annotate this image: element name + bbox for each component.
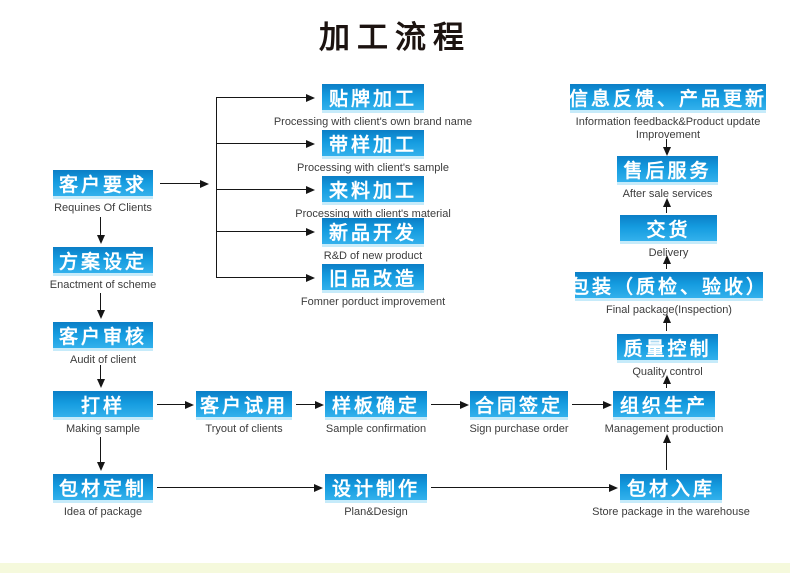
- arrow-feedback-to-after-sale: [662, 139, 671, 156]
- contract-signing-label: Sign purchase order: [469, 423, 569, 435]
- arrow-warehouse-to-production: [662, 434, 671, 470]
- node-scheme-enactment: 方案设定 Enactment of scheme: [50, 247, 156, 291]
- making-sample-label: Making sample: [66, 423, 140, 435]
- node-after-sale: 售后服务 After sale services: [617, 156, 718, 200]
- delivery-box: 交货: [620, 215, 717, 241]
- client-audit-label: Audit of client: [69, 354, 137, 366]
- feedback-update-box: 信息反馈、产品更新: [569, 84, 766, 110]
- arrow-quality-to-final-package: [662, 314, 671, 331]
- arrow-delivery-to-after-sale: [662, 198, 671, 213]
- bottom-color-strip: [0, 563, 790, 573]
- arrow-branch-to-new-product: [216, 227, 315, 236]
- arrow-confirmation-to-contract: [431, 400, 469, 409]
- scheme-enactment-label: Enactment of scheme: [49, 279, 157, 291]
- arrow-sample-to-package-custom: [96, 437, 105, 471]
- arrow-final-package-to-delivery: [662, 255, 671, 269]
- making-sample-box: 打样: [53, 391, 153, 417]
- sample-confirmation-label: Sample confirmation: [325, 423, 427, 435]
- client-requirements-label: Requines Of Clients: [54, 202, 152, 214]
- production-label: Management production: [604, 423, 724, 435]
- arrow-production-to-quality: [662, 375, 671, 388]
- node-client-tryout: 客户试用 Tryout of clients: [196, 391, 292, 435]
- node-making-sample: 打样 Making sample: [53, 391, 153, 435]
- material-processing-label: Processing with client's material: [295, 208, 451, 220]
- node-sample-processing: 带样加工 Processing with client's sample: [297, 130, 449, 174]
- final-package-label: Final package(Inspection): [606, 304, 732, 316]
- arrow-tryout-to-confirmation: [296, 400, 324, 409]
- material-processing-box: 来料加工: [322, 176, 424, 202]
- new-product-box: 新品开发: [322, 218, 424, 244]
- branch-trunk-line: [216, 97, 217, 277]
- arrow-branch-to-sample-processing: [216, 139, 315, 148]
- node-client-audit: 客户审核 Audit of client: [53, 322, 153, 366]
- node-brand-processing: 贴牌加工 Processing with client's own brand …: [274, 84, 472, 128]
- sample-processing-box: 带样加工: [322, 130, 424, 156]
- node-production: 组织生产 Management production: [605, 391, 723, 435]
- arrow-design-to-warehouse: [431, 483, 618, 492]
- arrow-requirements-to-scheme: [96, 217, 105, 244]
- node-contract-signing: 合同签定 Sign purchase order: [469, 391, 569, 435]
- after-sale-label: After sale services: [622, 188, 713, 200]
- node-package-custom: 包材定制 Idea of package: [53, 474, 153, 518]
- new-product-label: R&D of new product: [323, 250, 423, 262]
- node-plan-design: 设计制作 Plan&Design: [325, 474, 427, 518]
- arrow-sample-to-tryout: [157, 400, 194, 409]
- sample-confirmation-box: 样板确定: [325, 391, 427, 417]
- node-old-product: 旧品改造 Fomner porduct improvement: [301, 264, 445, 308]
- arrow-package-custom-to-design: [157, 483, 323, 492]
- final-package-box: 包装（质检、验收）: [570, 272, 765, 298]
- arrow-branch-to-brand-processing: [216, 93, 315, 102]
- arrow-requirements-to-branch-trunk: [160, 179, 209, 188]
- node-quality-control: 质量控制 Quality control: [617, 334, 718, 378]
- package-custom-box: 包材定制: [53, 474, 153, 500]
- node-material-processing: 来料加工 Processing with client's material: [295, 176, 451, 220]
- node-delivery: 交货 Delivery: [620, 215, 717, 259]
- production-box: 组织生产: [613, 391, 715, 417]
- arrow-audit-to-sample: [96, 365, 105, 388]
- client-tryout-box: 客户试用: [196, 391, 292, 417]
- brand-processing-box: 贴牌加工: [322, 84, 424, 110]
- node-client-requirements: 客户要求 Requines Of Clients: [53, 170, 153, 214]
- arrow-branch-to-old-product: [216, 273, 315, 282]
- contract-signing-box: 合同签定: [470, 391, 568, 417]
- quality-control-label: Quality control: [632, 366, 703, 378]
- package-warehouse-label: Store package in the warehouse: [592, 506, 750, 518]
- page-title: 加工流程: [319, 20, 471, 55]
- feedback-update-label: Information feedback&Product update Impr…: [575, 116, 761, 142]
- delivery-label: Delivery: [648, 247, 689, 259]
- node-final-package: 包装（质检、验收） Final package(Inspection): [570, 272, 765, 316]
- brand-processing-label: Processing with client's own brand name: [273, 116, 473, 128]
- node-new-product: 新品开发 R&D of new product: [322, 218, 424, 262]
- quality-control-box: 质量控制: [617, 334, 718, 360]
- scheme-enactment-box: 方案设定: [53, 247, 153, 273]
- package-warehouse-box: 包材入库: [620, 474, 722, 500]
- client-requirements-box: 客户要求: [53, 170, 153, 196]
- plan-design-label: Plan&Design: [344, 506, 408, 518]
- arrow-branch-to-material-processing: [216, 185, 315, 194]
- arrow-contract-to-production: [572, 400, 612, 409]
- node-feedback-update: 信息反馈、产品更新 Information feedback&Product u…: [569, 84, 766, 141]
- node-package-warehouse: 包材入库 Store package in the warehouse: [592, 474, 750, 518]
- package-custom-label: Idea of package: [63, 506, 143, 518]
- old-product-box: 旧品改造: [322, 264, 424, 290]
- old-product-label: Fomner porduct improvement: [300, 296, 446, 308]
- arrow-scheme-to-audit: [96, 293, 105, 319]
- client-tryout-label: Tryout of clients: [205, 423, 283, 435]
- client-audit-box: 客户审核: [53, 322, 153, 348]
- plan-design-box: 设计制作: [325, 474, 427, 500]
- sample-processing-label: Processing with client's sample: [297, 162, 449, 174]
- after-sale-box: 售后服务: [617, 156, 718, 182]
- node-sample-confirmation: 样板确定 Sample confirmation: [325, 391, 427, 435]
